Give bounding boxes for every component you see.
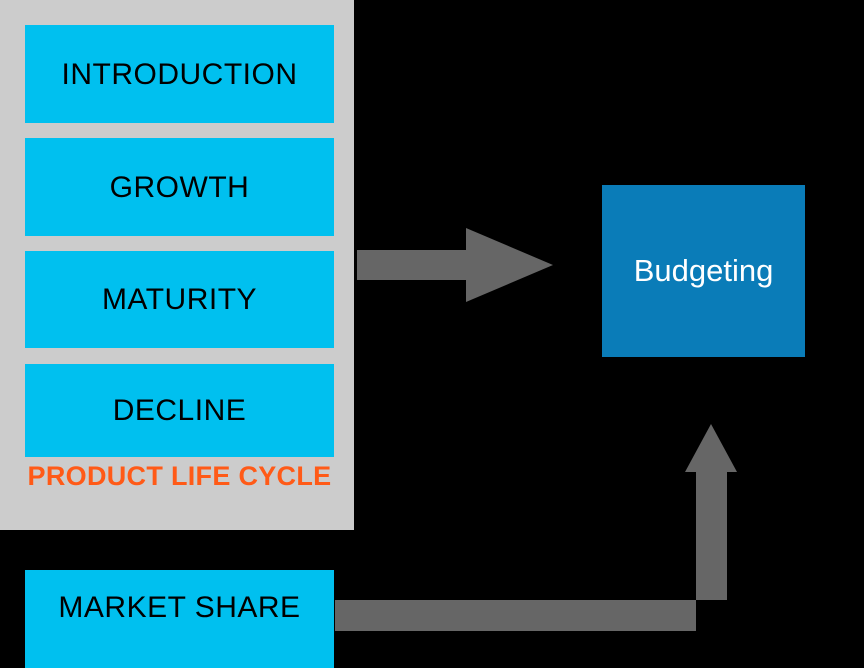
stage-label-decline: DECLINE (112, 394, 247, 427)
stage-box-maturity[interactable]: MATURITY (25, 251, 334, 348)
stage-label-growth: GROWTH (109, 170, 250, 204)
stage-box-decline[interactable]: DECLINE (25, 364, 334, 457)
budgeting-label: Budgeting (633, 253, 774, 288)
stage-label-introduction: INTRODUCTION (61, 57, 298, 91)
market-share-label: MARKET SHARE (58, 590, 301, 624)
product-life-cycle-caption: PRODUCT LIFE CYCLE (27, 461, 332, 491)
right-arrow-icon (357, 228, 553, 302)
product-life-cycle-panel: INTRODUCTION GROWTH MATURITY DECLINE PRO… (0, 0, 354, 530)
stage-box-growth[interactable]: GROWTH (25, 138, 334, 236)
market-share-box[interactable]: MARKET SHARE (25, 570, 334, 668)
budgeting-box[interactable]: Budgeting (602, 185, 805, 357)
elbow-up-arrow-icon (335, 424, 737, 631)
stage-label-maturity: MATURITY (101, 283, 258, 316)
stage-box-introduction[interactable]: INTRODUCTION (25, 25, 334, 123)
